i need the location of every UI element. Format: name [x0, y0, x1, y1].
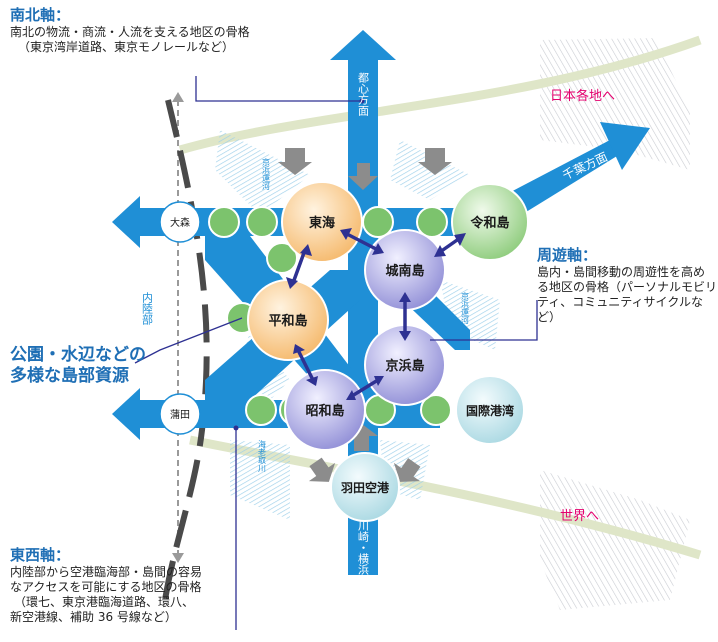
canal-keihin-unga-east: 京浜運河 [461, 291, 470, 324]
north-south-title: 南北軸： [10, 6, 71, 24]
loop-desc-3: ティ、コミュニティサイクルなど） [537, 294, 703, 324]
leader-north-south [195, 76, 360, 102]
canal-ebitori: 海老取川 [258, 439, 267, 472]
inland-boundary-arrow-bottom [172, 553, 184, 563]
north-south-desc-2: （東京湾岸道路、東京モノレールなど） [18, 39, 235, 54]
north-south-axis-block: 南北軸： 南北の物流・商流・人流を支える地区の骨格 （東京湾岸道路、東京モノレー… [10, 6, 250, 55]
direction-nihon: 日本各地へ [550, 88, 615, 104]
inland-boundary-arrow-top [172, 92, 184, 102]
sea-curve-upper [178, 35, 702, 155]
east-west-desc-4: 新空港線、補助 36 号線など） [10, 609, 177, 624]
loop-desc-1: 島内・島間移動の周遊性を高め [537, 264, 706, 279]
leader-loop [430, 300, 538, 341]
east-west-title: 東西軸： [10, 546, 71, 564]
loop-axis-block: 周遊軸： 島内・島間移動の周遊性を高め る地区の骨格（パーソナルモビリ ティ、コ… [537, 246, 718, 325]
leader-dot-east-west [233, 425, 239, 431]
island-showa [284, 369, 366, 451]
water-zone-e [440, 280, 500, 350]
loop-arrows [286, 228, 466, 400]
east-west-axis-block: 東西軸： 内陸部から空港臨海部・島間の容易 なアクセスを可能にする地区の骨格 （… [10, 546, 202, 625]
island-haneda [330, 452, 400, 522]
north-south-desc-1: 南北の物流・商流・人流を支える地区の骨格 [10, 24, 250, 39]
label-haneda: 羽田空港 [341, 480, 390, 495]
island-resource-line-1: 公園・水辺などの [10, 345, 146, 365]
label-omori: 大森 [170, 216, 190, 229]
east-west-desc-1: 内陸部から空港臨海部・島間の容易 [10, 564, 203, 579]
leader-dot-north-south [359, 98, 365, 104]
island-resource-line-2: 多様な島部資源 [10, 366, 129, 387]
leader-resource [134, 317, 243, 364]
loop-desc-2: る地区の骨格（パーソナルモビリ [537, 279, 718, 294]
island-kokusai [455, 375, 525, 445]
water-zone-nw [215, 130, 310, 215]
label-kokusai: 国際港湾 [466, 403, 514, 418]
east-west-desc-2: なアクセスを可能にする地区の骨格 [10, 579, 202, 594]
direction-kawasaki: 川崎・横浜方面 [357, 520, 370, 597]
label-showa: 昭和島 [305, 403, 344, 419]
direction-toshin: 都心方面 [357, 72, 370, 116]
inland-coast-curve [162, 99, 210, 601]
node-kamata [159, 393, 201, 435]
canal-keihin-unga-west: 京浜運河 [262, 157, 271, 190]
east-west-desc-3: （環七、東京港臨海道路、環八、 [14, 594, 195, 609]
water-zone-s [230, 440, 290, 520]
label-tokai: 東海 [309, 215, 335, 231]
island-tokai [281, 181, 363, 263]
landmass-lower [540, 470, 690, 610]
node-omori [159, 201, 201, 243]
loop-title: 周遊軸： [537, 246, 598, 264]
label-jonan: 城南島 [385, 263, 424, 279]
island-reiwa [451, 183, 529, 261]
label-kamata: 蒲田 [170, 408, 190, 421]
label-keihin: 京浜島 [385, 358, 424, 374]
label-inland: 内陸部 [141, 291, 154, 325]
island-resource-block: 公園・水辺などの 多様な島部資源 [10, 345, 146, 388]
direction-sekai: 世界へ [560, 509, 599, 524]
label-reiwa: 令和島 [470, 215, 509, 231]
label-heiwa: 平和島 [268, 313, 307, 329]
